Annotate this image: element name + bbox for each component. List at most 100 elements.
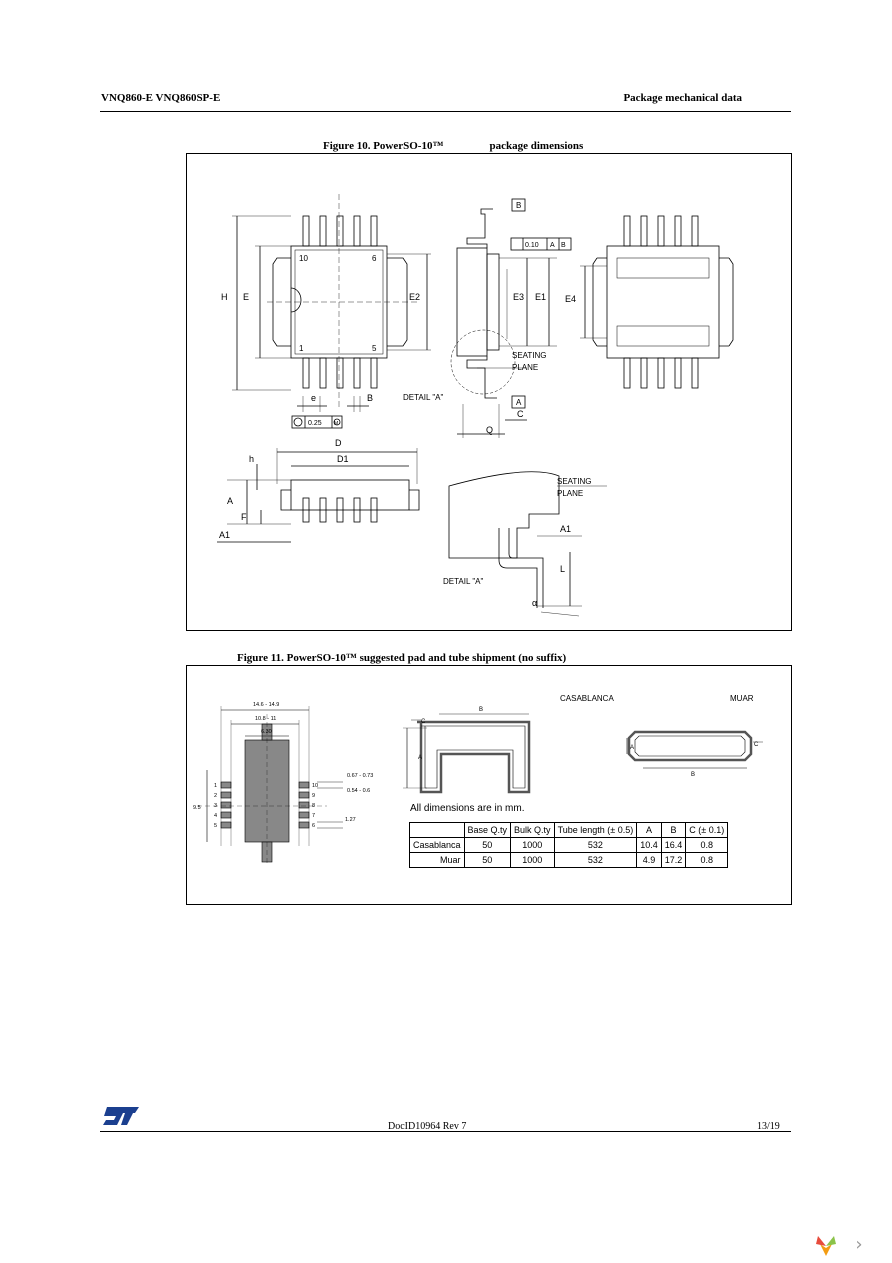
- figure11-frame: 14.6 - 14.9 10.8 - 11 6.30 0.67 - 0.73 0…: [186, 665, 792, 905]
- svg-text:A: A: [516, 398, 522, 407]
- side-view-body: [456, 247, 488, 357]
- table-cell: 0.8: [685, 852, 729, 868]
- svg-text:e: e: [311, 393, 316, 403]
- svg-text:2: 2: [214, 793, 217, 799]
- package-dimensions-drawing: H E E2 E3 E1 E4 B A 0.10 A B 10 6 1 5 e …: [217, 194, 734, 617]
- svg-text:B: B: [367, 393, 373, 403]
- svg-text:A: A: [227, 496, 233, 506]
- table-cell: 16.4: [660, 837, 687, 853]
- svg-text:C: C: [421, 719, 426, 725]
- svg-text:E: E: [243, 292, 249, 302]
- table-cell: 50: [463, 852, 512, 868]
- header-doc-title: VNQ860-E VNQ860SP-E: [101, 92, 221, 104]
- svg-text:F: F: [241, 512, 247, 522]
- svg-text:5: 5: [214, 823, 217, 829]
- svg-text:B: B: [516, 201, 521, 210]
- svg-text:E1: E1: [535, 292, 546, 302]
- bottom-view-body: [606, 245, 720, 359]
- table-cell: 1000: [510, 852, 555, 868]
- svg-text:10: 10: [299, 254, 308, 263]
- svg-text:A: A: [550, 242, 555, 249]
- svg-text:C: C: [754, 742, 759, 748]
- table-header-cell: C (± 0.1): [685, 822, 729, 838]
- svg-text:6: 6: [312, 823, 315, 829]
- svg-text:9: 9: [312, 793, 315, 799]
- table-cell: 532: [553, 852, 638, 868]
- table-header-cell: A: [636, 822, 662, 838]
- header-rule: [100, 111, 791, 112]
- figure10-frame: H E E2 E3 E1 E4 B A 0.10 A B 10 6 1 5 e …: [186, 153, 792, 631]
- svg-text:A1: A1: [560, 524, 571, 534]
- detail-a-body: [448, 471, 560, 559]
- table-cell: Casablanca: [409, 837, 465, 853]
- svg-text:h: h: [249, 454, 254, 464]
- svg-text:5: 5: [372, 344, 377, 353]
- svg-text:A1: A1: [219, 530, 230, 540]
- tube-shipment-table: Base Q.ty Bulk Q.ty Tube length (± 0.5) …: [409, 822, 729, 868]
- table-cell: Muar: [409, 852, 465, 868]
- svg-text:α: α: [532, 598, 537, 608]
- svg-text:PLANE: PLANE: [557, 489, 583, 498]
- table-header-cell: [409, 822, 465, 838]
- svg-text:14.6 - 14.9: 14.6 - 14.9: [253, 702, 279, 708]
- svg-text:E2: E2: [409, 292, 420, 302]
- svg-text:10: 10: [312, 783, 318, 789]
- table-header-row: Base Q.ty Bulk Q.ty Tube length (± 0.5) …: [409, 822, 729, 838]
- svg-text:A: A: [630, 745, 634, 751]
- svg-text:L: L: [560, 564, 565, 574]
- table-header-cell: Base Q.ty: [463, 822, 512, 838]
- svg-text:4: 4: [214, 813, 217, 819]
- next-page-chevron-icon[interactable]: ›: [855, 1234, 863, 1255]
- svg-text:B: B: [561, 242, 566, 249]
- table-header-cell: B: [660, 822, 687, 838]
- footer-page-number: 13/19: [757, 1121, 780, 1132]
- svg-text:A: A: [418, 755, 422, 761]
- svg-text:9.5: 9.5: [193, 805, 201, 811]
- dimensions-note: All dimensions are in mm.: [410, 803, 525, 814]
- figure11-caption: Figure 11. PowerSO-10™ suggested pad and…: [237, 652, 567, 664]
- svg-text:SEATING: SEATING: [512, 351, 547, 360]
- st-logo: [103, 1107, 139, 1125]
- header-section-title: Package mechanical data: [623, 92, 742, 104]
- svg-text:0.67 - 0.73: 0.67 - 0.73: [347, 773, 373, 779]
- svg-text:Q: Q: [486, 425, 493, 435]
- svg-text:H: H: [221, 292, 228, 302]
- table-header-cell: Tube length (± 0.5): [553, 822, 638, 838]
- casablanca-tube-profile: [417, 720, 531, 794]
- svg-text:0.54 - 0.6: 0.54 - 0.6: [347, 788, 370, 794]
- svg-text:B: B: [691, 772, 695, 778]
- table-row: Muar 50 1000 532 4.9 17.2 0.8: [409, 852, 729, 868]
- muar-tube-profile: [627, 730, 753, 762]
- svg-text:6: 6: [372, 254, 377, 263]
- svg-text:D1: D1: [337, 454, 349, 464]
- svg-text:M: M: [334, 421, 338, 427]
- table-cell: 17.2: [660, 852, 687, 868]
- table-header-cell: Bulk Q.ty: [510, 822, 555, 838]
- svg-text:D: D: [335, 438, 342, 448]
- svg-text:E4: E4: [565, 294, 576, 304]
- svg-text:10.8 - 11: 10.8 - 11: [255, 716, 276, 722]
- svg-text:1: 1: [299, 344, 304, 353]
- footer-doc-id: DocID10964 Rev 7: [388, 1121, 467, 1132]
- viewer-logo-icon: [816, 1236, 836, 1256]
- svg-text:6.30: 6.30: [261, 729, 272, 735]
- svg-text:7: 7: [312, 813, 315, 819]
- table-cell: 10.4: [636, 837, 662, 853]
- svg-text:SEATING: SEATING: [557, 477, 592, 486]
- table-cell: 1000: [510, 837, 555, 853]
- svg-text:1: 1: [214, 783, 217, 789]
- svg-text:DETAIL "A": DETAIL "A": [443, 577, 484, 586]
- front-view-body: [290, 479, 410, 511]
- svg-text:0.25: 0.25: [308, 420, 322, 427]
- svg-text:CASABLANCA: CASABLANCA: [560, 694, 614, 703]
- table-cell: 532: [553, 837, 638, 853]
- table-cell: 50: [463, 837, 512, 853]
- svg-text:C: C: [517, 409, 524, 419]
- pad-and-tube-drawing: 14.6 - 14.9 10.8 - 11 6.30 0.67 - 0.73 0…: [193, 694, 763, 866]
- table-cell: 4.9: [636, 852, 662, 868]
- svg-text:3: 3: [214, 803, 217, 809]
- svg-text:B: B: [479, 707, 483, 713]
- footer-rule: [100, 1131, 791, 1132]
- table-cell: 0.8: [685, 837, 729, 853]
